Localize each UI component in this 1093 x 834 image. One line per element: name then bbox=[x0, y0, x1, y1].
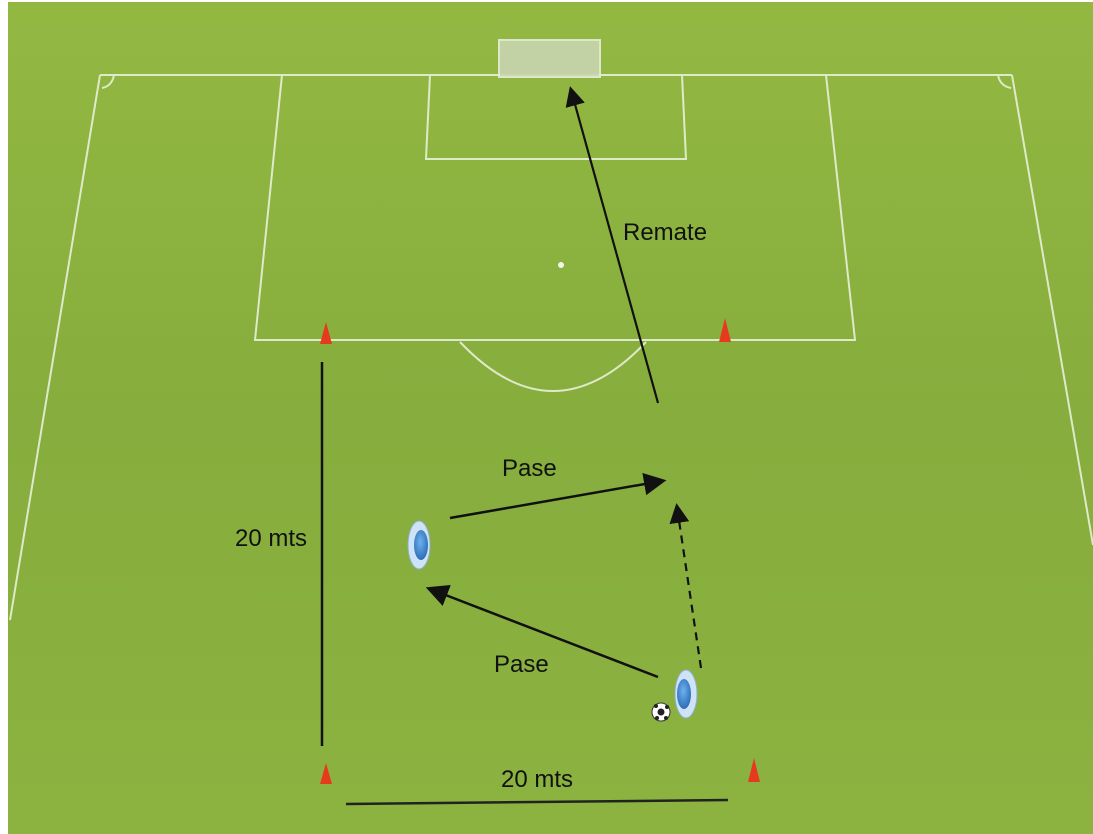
soccer-ball-icon bbox=[651, 702, 671, 722]
cone-icon bbox=[719, 318, 731, 342]
penalty-arc bbox=[459, 341, 647, 392]
label-distance-vertical: 20 mts bbox=[235, 525, 307, 552]
penalty-area bbox=[253, 74, 857, 341]
arrow-shot bbox=[565, 86, 660, 404]
label-remate: Remate bbox=[623, 219, 707, 246]
player-icon bbox=[674, 669, 698, 719]
penalty-spot bbox=[558, 262, 564, 268]
pitch-markings bbox=[9, 74, 1093, 621]
cone-icon bbox=[748, 758, 760, 782]
player-icon bbox=[407, 520, 431, 570]
goal bbox=[498, 39, 601, 78]
grass-background bbox=[8, 2, 1093, 834]
cone-icon bbox=[320, 763, 332, 784]
goal-area bbox=[424, 74, 688, 160]
label-pase-top: Pase bbox=[502, 455, 557, 482]
arrow-pass-bottom bbox=[425, 584, 659, 679]
corner-arc-right bbox=[997, 74, 1012, 89]
distance-line-horizontal bbox=[345, 798, 729, 806]
cone-icon bbox=[320, 322, 332, 344]
arrow-pass-top bbox=[449, 473, 667, 520]
right-touchline bbox=[1011, 74, 1093, 546]
label-distance-horizontal: 20 mts bbox=[501, 766, 573, 793]
left-touchline bbox=[9, 74, 101, 621]
label-pase-bottom: Pase bbox=[494, 651, 549, 678]
corner-arc-left bbox=[101, 74, 115, 89]
